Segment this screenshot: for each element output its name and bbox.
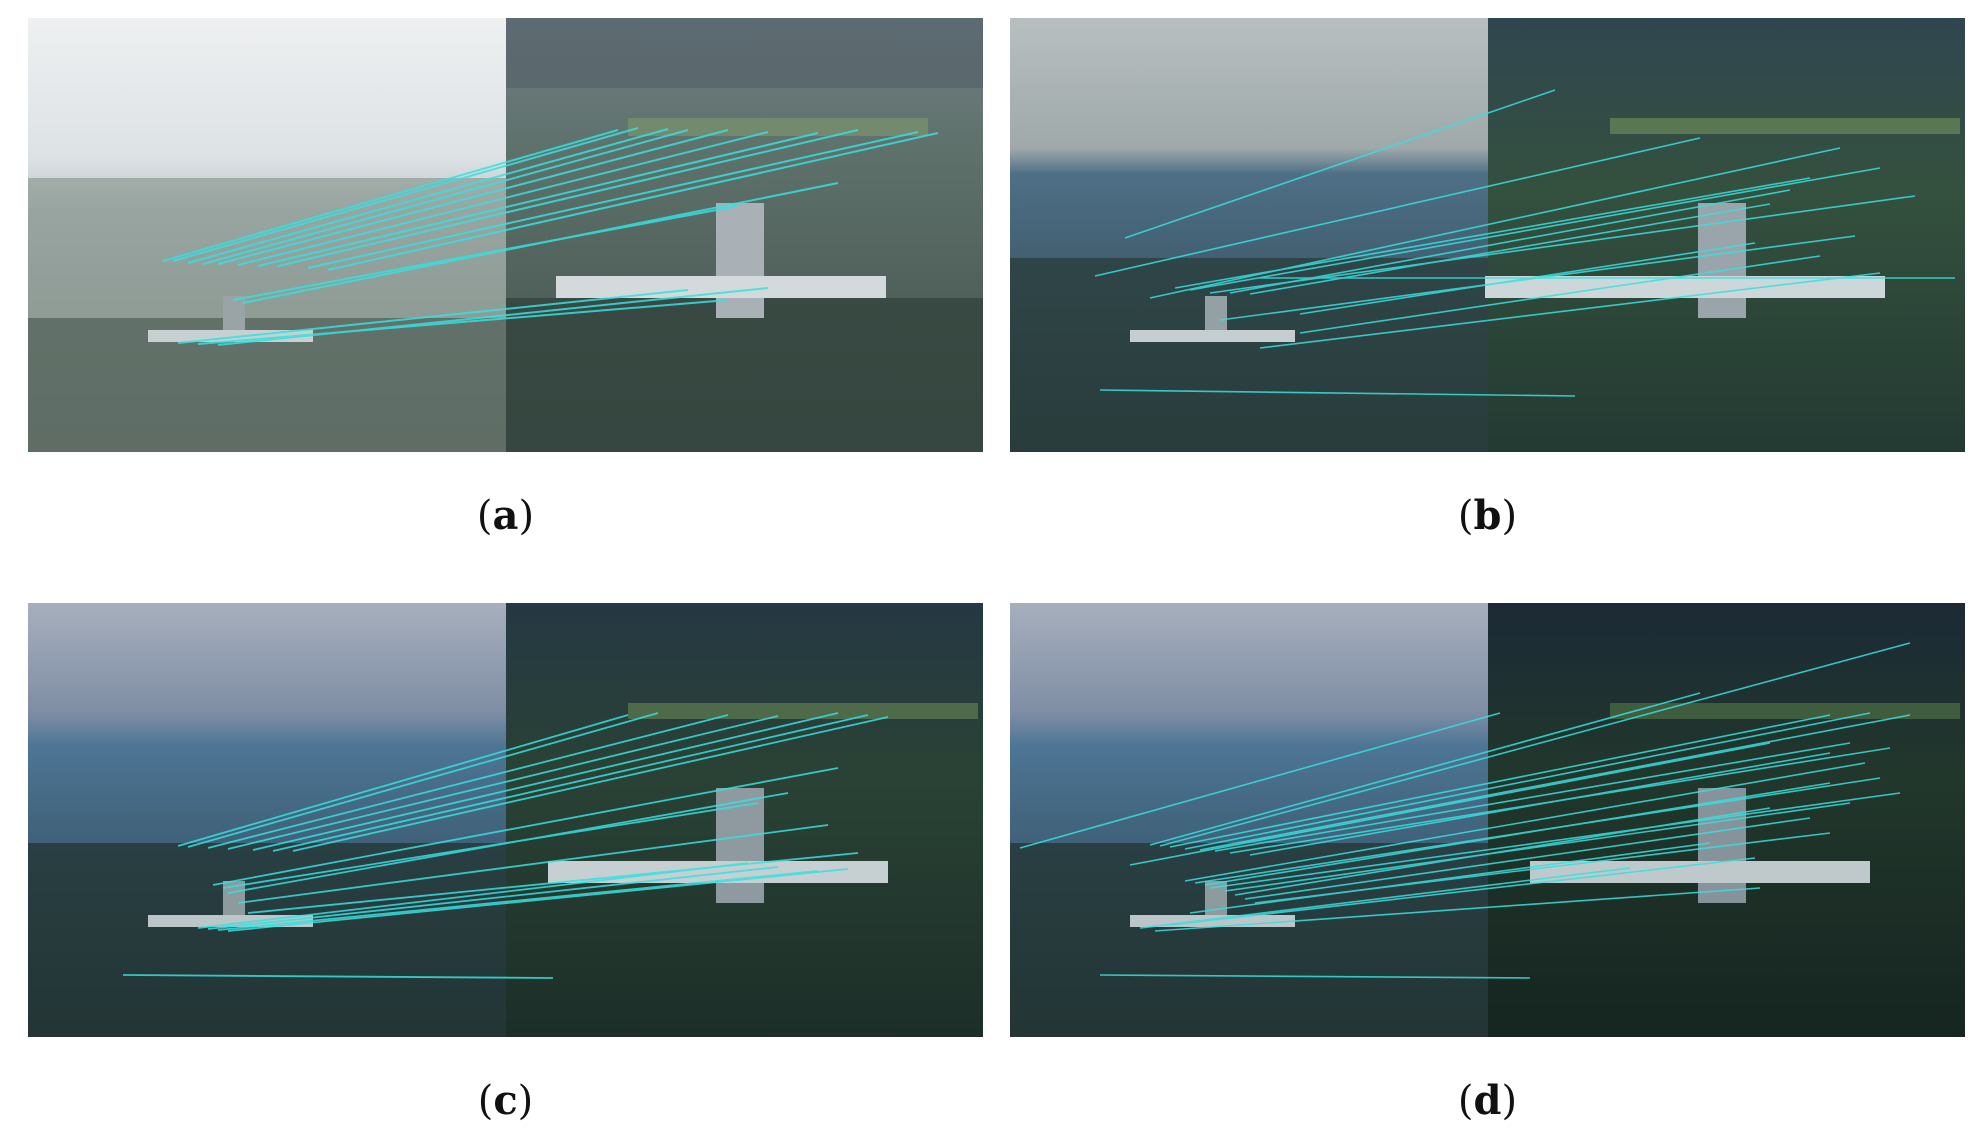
feature-match-lines (122, 712, 889, 979)
panel-c-svg (28, 603, 983, 1037)
tower-building (716, 788, 764, 903)
caption-b: (b) (1457, 492, 1518, 539)
panel-a-svg (28, 18, 983, 452)
feature-match-lines (1094, 89, 1955, 397)
panel-c-image (28, 603, 983, 1037)
panel-b-svg (1010, 18, 1965, 452)
caption-a: (a) (476, 492, 535, 539)
caption-a-label: a (492, 492, 519, 539)
caption-d: (d) (1457, 1077, 1518, 1124)
panel-d-image (1010, 603, 1965, 1037)
caption-c: (c) (477, 1077, 534, 1124)
panel-a-image (28, 18, 983, 452)
tower-building (716, 203, 764, 318)
panel-d-svg (1010, 603, 1965, 1037)
feature-match-lines (1019, 642, 1911, 979)
feature-match-lines (162, 127, 939, 346)
panel-b-image (1010, 18, 1965, 452)
caption-c-label: c (493, 1077, 518, 1124)
caption-d-label: d (1473, 1077, 1502, 1124)
caption-b-label: b (1473, 492, 1502, 539)
